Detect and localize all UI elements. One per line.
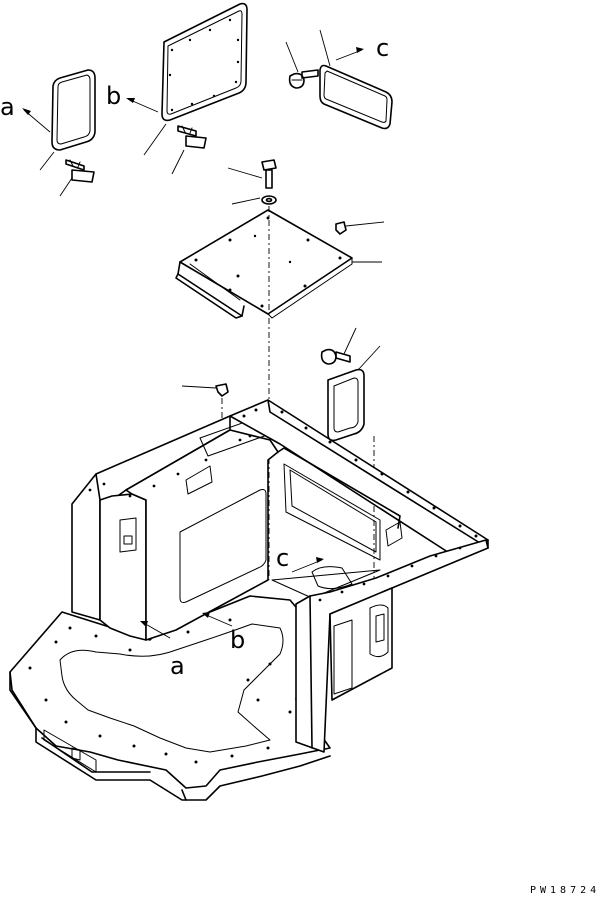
cover-plate-c — [319, 64, 393, 130]
cover-plate-b — [161, 2, 248, 122]
clip-nut-left — [215, 383, 229, 397]
inspection-bolt — [320, 348, 351, 365]
label-a-top: a — [0, 93, 15, 121]
label-b-top: b — [106, 82, 121, 110]
center-cover-plate — [175, 209, 353, 319]
main-frame — [9, 399, 489, 801]
arrow-b-top — [126, 98, 159, 113]
arrow-c-top — [335, 47, 364, 61]
leader-inspection-cover — [357, 345, 381, 371]
arrow-c-frame — [291, 557, 324, 573]
leader-bolt-b — [171, 149, 185, 175]
label-b-frame: b — [230, 626, 245, 654]
leader-cover-a — [39, 151, 55, 171]
label-c-frame: c — [276, 544, 289, 572]
arrow-a-frame — [140, 621, 171, 639]
cover-plate-a — [51, 69, 96, 151]
drawing-code: PW18724 — [530, 885, 600, 896]
arrow-a-top — [22, 108, 51, 133]
inspection-cover — [327, 368, 365, 442]
bolt-c — [288, 69, 319, 89]
bolt-b — [177, 125, 207, 149]
arrow-b-frame — [202, 612, 233, 627]
leader-center-bolt — [227, 167, 263, 179]
leader-clip-right — [345, 221, 385, 227]
clip-nut-right — [335, 221, 347, 235]
leader-clip-left — [181, 385, 217, 389]
bolt-a — [65, 159, 95, 183]
leader-inspection-bolt — [343, 327, 357, 355]
leader-cover-b — [143, 123, 167, 156]
leader-cover-c — [319, 29, 331, 67]
leader-bolt-c — [285, 41, 299, 73]
label-c-top: c — [376, 34, 389, 62]
leader-center-washer — [231, 197, 261, 205]
label-a-frame: a — [170, 652, 185, 680]
center-washer — [261, 195, 277, 205]
leader-bolt-a — [59, 177, 73, 197]
center-bolt — [261, 159, 277, 189]
